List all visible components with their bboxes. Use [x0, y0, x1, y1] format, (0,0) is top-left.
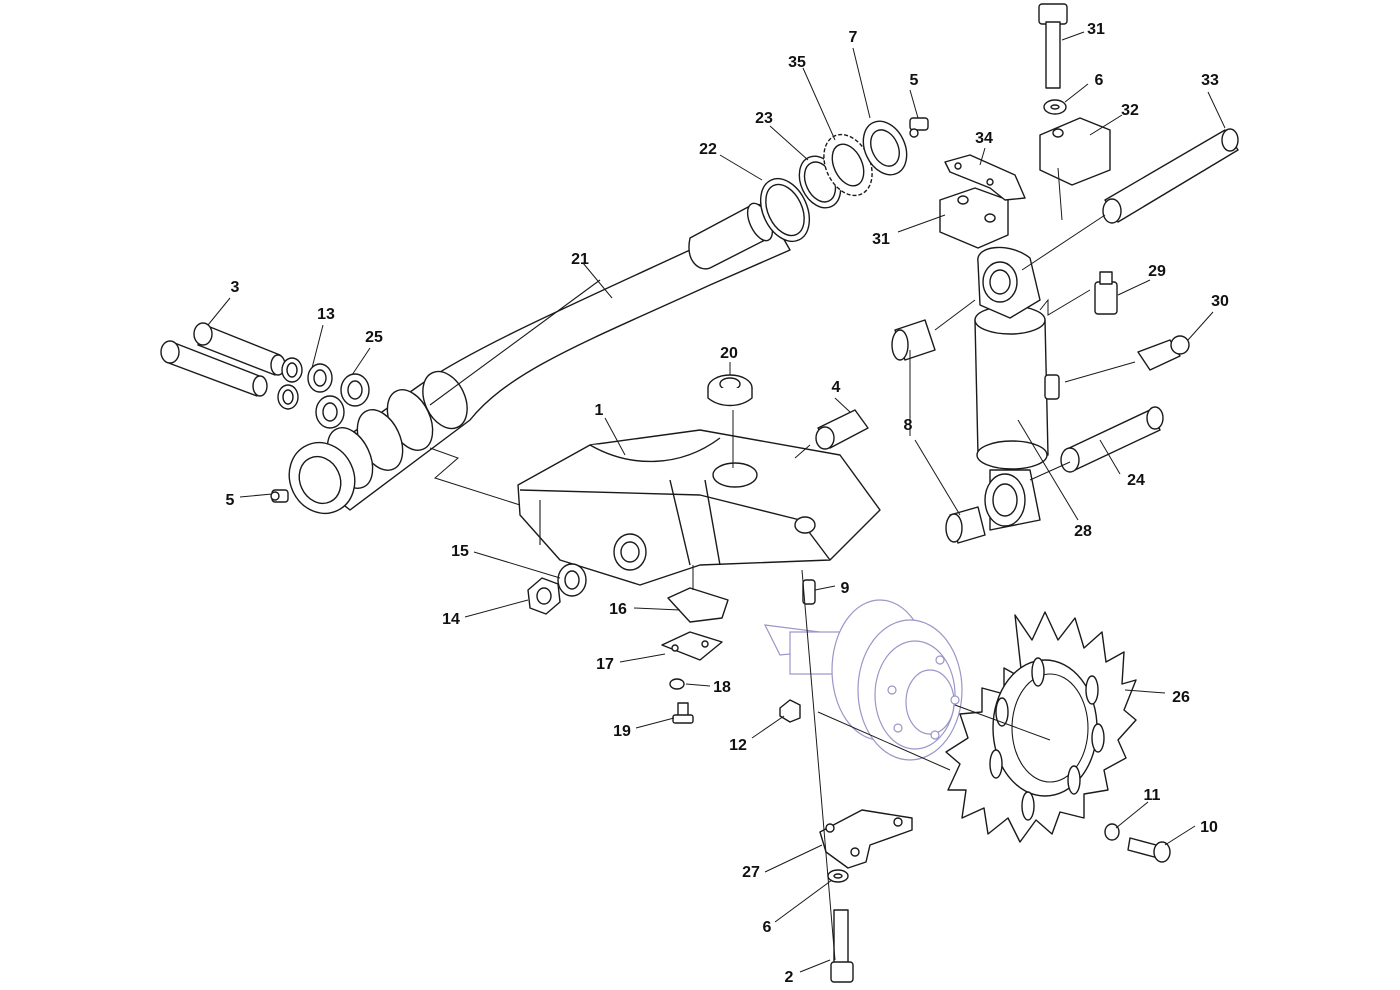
callout-labels: 1 2 3 4 5 5 6 6 7 8 9 10 11 12 13 14 15 …: [226, 21, 1229, 986]
arm-tube: [288, 202, 791, 515]
callout-21: 21: [571, 251, 589, 268]
callout-4: 4: [832, 379, 841, 396]
callout-29: 29: [1148, 263, 1166, 280]
callout-8: 8: [904, 417, 913, 434]
callout-17: 17: [596, 656, 614, 673]
washers-13-25: [277, 357, 370, 429]
callout-12: 12: [729, 737, 747, 754]
callout-16: 16: [609, 601, 627, 618]
callout-33: 33: [1201, 72, 1219, 89]
nut-12: [779, 699, 801, 723]
fitting-30: [1137, 335, 1190, 371]
callout-1: 1: [595, 402, 604, 419]
pin-33: [1102, 128, 1239, 224]
bolt-2: [830, 909, 854, 983]
bracket-27: [819, 809, 913, 869]
callout-30: 30: [1211, 293, 1229, 310]
pin-9: [802, 579, 816, 605]
callout-26: 26: [1172, 689, 1190, 706]
clamp-32: [1039, 117, 1111, 186]
nut-7: [862, 120, 908, 176]
leader-lines: [207, 31, 1226, 973]
sprocket-26: [945, 611, 1137, 843]
callout-27: 27: [742, 864, 760, 881]
lock-washer-35: [823, 133, 873, 197]
callout-35: 35: [788, 54, 806, 71]
callout-18: 18: [713, 679, 731, 696]
fitting-29: [1094, 271, 1118, 315]
callout-23: 23: [755, 110, 773, 127]
washer-6-top: [1043, 99, 1067, 115]
callout-28: 28: [1074, 523, 1092, 540]
callout-5-left: 5: [226, 492, 235, 509]
callout-32: 32: [1121, 102, 1139, 119]
pin-24: [1060, 406, 1164, 473]
callout-19: 19: [613, 723, 631, 740]
grease-fitting-top: [909, 117, 929, 138]
hydraulic-fitting-4: [815, 409, 869, 450]
callout-9: 9: [841, 580, 850, 597]
callout-5-top: 5: [910, 72, 919, 89]
callout-15: 15: [451, 543, 469, 560]
callout-31-lower: 31: [872, 231, 890, 248]
callout-25: 25: [365, 329, 383, 346]
pivot-pins: [160, 322, 286, 397]
plug-20: [707, 374, 753, 407]
callout-13: 13: [317, 306, 335, 323]
grease-fitting-left: [270, 489, 289, 503]
callout-6-top: 6: [1095, 72, 1104, 89]
callout-11: 11: [1144, 787, 1161, 804]
bushings-8: [891, 319, 986, 544]
callout-10: 10: [1200, 819, 1218, 836]
bolt-washer-10-11: [1104, 823, 1171, 863]
clamp-31: [939, 187, 1009, 249]
callout-14: 14: [442, 611, 460, 628]
nut-washer-14-15: [527, 563, 587, 615]
callout-22: 22: [699, 141, 717, 158]
hub-motor-ghost: [763, 599, 963, 761]
bolt-31-top: [1038, 3, 1068, 89]
bracket-34: [944, 154, 1026, 201]
callout-7: 7: [849, 29, 858, 46]
callout-31-top: 31: [1087, 21, 1105, 38]
bracket-16-17-18-19: [661, 587, 729, 724]
main-arm-body: [517, 429, 881, 586]
callout-24: 24: [1127, 472, 1145, 489]
callout-34: 34: [975, 130, 993, 147]
cylinder-28: [974, 246, 1060, 531]
callout-6-bottom: 6: [763, 919, 772, 936]
callout-3: 3: [231, 279, 240, 296]
callout-20: 20: [720, 345, 738, 362]
callout-2: 2: [785, 969, 794, 986]
